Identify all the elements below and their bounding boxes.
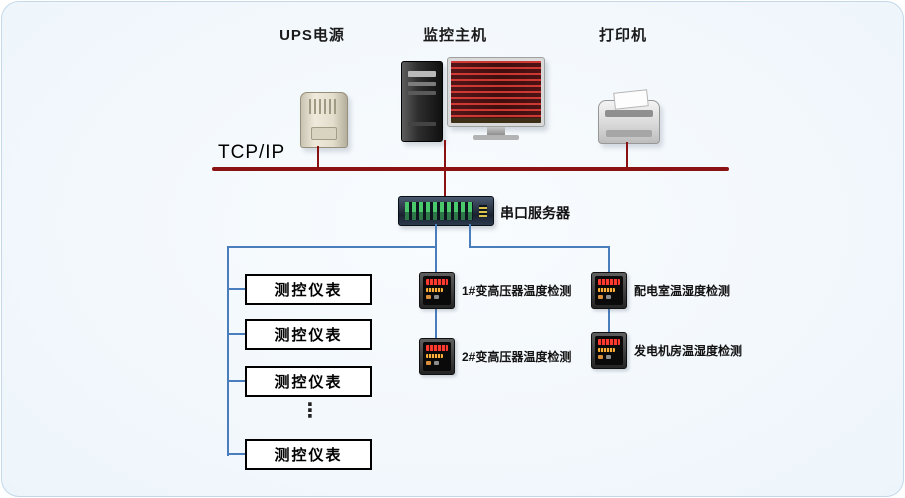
monitor-stand [487,127,505,135]
meter-display-red [426,345,448,351]
transformer2-meter-row: 2#变高压器温度检测 [419,338,571,375]
printer-icon [598,89,660,144]
instrument-box-4: 测控仪表 [245,439,372,470]
transformer1-meter-row: 1#变高压器温度检测 [419,272,571,309]
temperature-meter-icon [419,338,455,375]
meter-buttons [598,355,620,359]
right-branch-stub [469,224,471,248]
printer-output-slot [606,130,652,137]
more-boxes-ellipsis: ⋮ [300,400,320,422]
meter-buttons [426,361,448,365]
printer-drop-line [626,142,628,167]
serial-server-icon [398,196,494,226]
meter-buttons [598,295,620,299]
instrument-box-1: 测控仪表 [245,274,372,305]
instrument-box-3: 测控仪表 [245,366,372,397]
printer-paper [613,89,649,110]
meter-display-secondary [598,348,615,352]
generator-room-meter-label: 发电机房温湿度检测 [634,344,743,358]
instrument-box-2: 测控仪表 [245,319,372,350]
generator-room-meter-row: 发电机房温湿度检测 [591,332,742,369]
printer-label: 打印机 [598,27,647,44]
meter-display-red [426,279,448,285]
server-ports [405,202,473,220]
monitor-screen [451,61,541,123]
monitor-base [473,135,519,140]
instrument-box-2-label: 测控仪表 [274,327,343,344]
meter-display-red [598,339,620,345]
box3-connector [227,380,245,382]
meter-face [423,276,451,305]
ups-drop-line [317,146,319,167]
ups-device-icon [300,92,348,148]
monitor-host-label: 监控主机 [422,27,487,44]
distribution-room-meter-label: 配电室温湿度检测 [634,284,731,298]
right-branch-horizontal-line [469,246,610,248]
tcpip-bus-line [212,167,729,171]
box1-connector [227,288,245,290]
meter-display-secondary [426,288,443,292]
distribution-room-meter-row: 配电室温湿度检测 [591,272,730,309]
host-drop-line [444,140,446,167]
instrument-box-4-label: 测控仪表 [274,447,343,464]
tcpip-label: TCP/IP [218,142,286,163]
instrument-box-3-label: 测控仪表 [274,374,343,391]
meter-face [595,276,623,305]
instrument-box-1-label: 测控仪表 [274,282,343,299]
temperature-humidity-meter-icon [591,332,627,369]
left-branch-horizontal-line [227,246,437,248]
temperature-humidity-meter-icon [591,272,627,309]
meter-buttons [426,295,448,299]
monitor-icon [447,57,545,127]
meter-display-red [598,279,620,285]
meter-face [423,342,451,371]
meter-face [595,336,623,365]
box4-connector [227,453,245,455]
temperature-meter-icon [419,272,455,309]
server-drop-line [444,171,446,196]
meter-display-secondary [598,288,615,292]
ups-label: UPS电源 [279,27,345,44]
serial-server-label: 串口服务器 [500,205,570,221]
left-branch-vertical-line [227,246,229,456]
meter-display-secondary [426,354,443,358]
transformer1-meter-label: 1#变高压器温度检测 [462,284,572,298]
box2-connector [227,333,245,335]
transformer2-meter-label: 2#变高压器温度检测 [462,350,572,364]
computer-tower-icon [401,61,443,142]
